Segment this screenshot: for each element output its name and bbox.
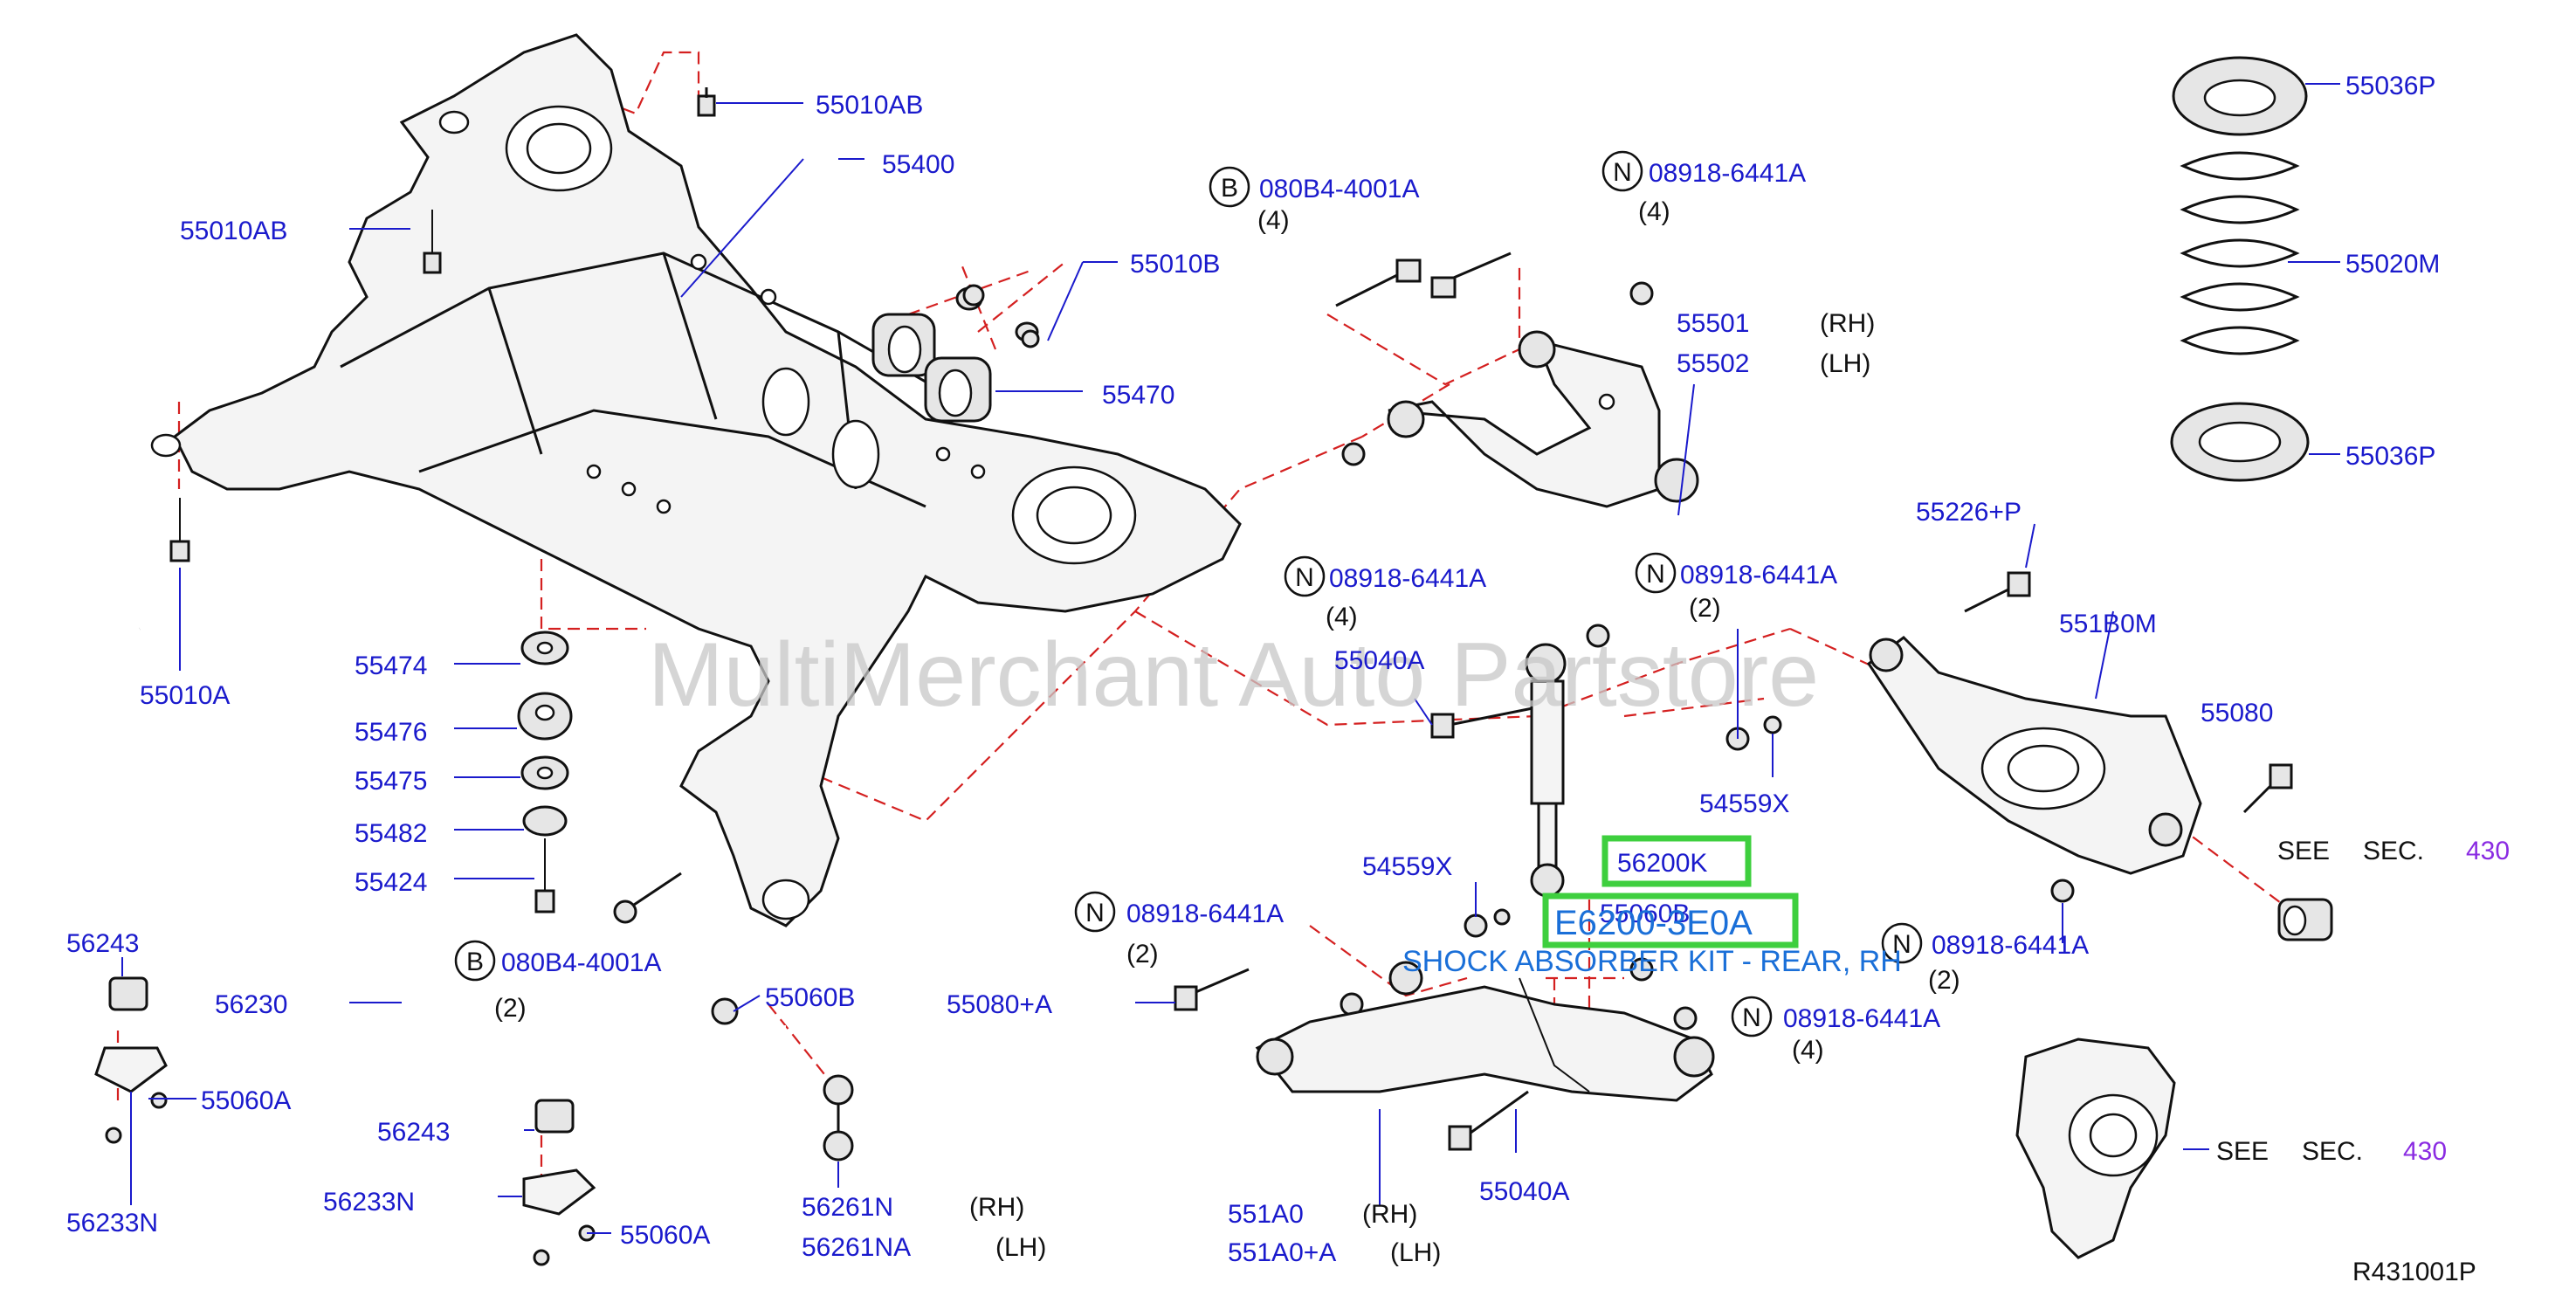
label-08918-low-right[interactable]: 08918-6441A (1783, 1004, 1940, 1033)
see-c-2[interactable]: 430 (2403, 1137, 2447, 1166)
qty-08918-low-left: (2) (1126, 940, 1159, 969)
label-55424[interactable]: 55424 (355, 868, 427, 897)
label-55036P-bottom[interactable]: 55036P (2345, 442, 2435, 471)
part-labels: 55010AB 55400 55010AB 55010B 55470 55010… (66, 72, 2510, 1286)
side-56261NA: (LH) (995, 1233, 1046, 1262)
label-55502[interactable]: 55502 (1677, 349, 1749, 378)
label-55060B-mid[interactable]: 55060B (1600, 900, 1690, 928)
label-54559X-left[interactable]: 54559X (1362, 852, 1452, 881)
label-55400[interactable]: 55400 (882, 150, 954, 179)
callout-n-mid-left: N (1295, 563, 1314, 592)
subframe-55400 (150, 33, 1242, 927)
lower-arm-551B0M (1866, 636, 2202, 875)
side-551A0: (RH) (1362, 1200, 1417, 1229)
side-56261N: (RH) (969, 1193, 1024, 1222)
label-55060A-a[interactable]: 55060A (201, 1086, 291, 1115)
qty-080B4-top: (4) (1257, 206, 1290, 235)
highlight-boxes (1542, 835, 1799, 948)
label-54559X-right[interactable]: 54559X (1699, 789, 1789, 818)
see-c-1[interactable]: 430 (2466, 837, 2510, 865)
label-08918-far[interactable]: 08918-6441A (1932, 931, 2089, 960)
label-55040A-bottom[interactable]: 55040A (1479, 1177, 1569, 1206)
label-55501[interactable]: 55501 (1677, 309, 1749, 338)
side-55502: (LH) (1820, 349, 1870, 378)
callout-n-low-right: N (1742, 1003, 1761, 1032)
see-a-1: SEE (2277, 837, 2330, 865)
callout-n-mid-right: N (1646, 560, 1665, 589)
qty-08918-mid-right: (2) (1689, 594, 1721, 623)
label-55010AB-top[interactable]: 55010AB (816, 91, 923, 120)
callout-n-top: N (1613, 158, 1632, 187)
label-55060B[interactable]: 55060B (765, 983, 855, 1012)
callout-b-top: B (1221, 174, 1238, 203)
callout-circles: B N N N B N N N (454, 150, 1923, 1037)
mount-stack (517, 631, 573, 837)
label-080B4-top[interactable]: 080B4-4001A (1259, 175, 1420, 203)
highlight-part-number[interactable]: E6200-3E0A (1554, 904, 1753, 942)
see-b-2: SEC. (2302, 1137, 2363, 1166)
label-56200K[interactable]: 56200K (1617, 849, 1707, 878)
label-08918-mid-right[interactable]: 08918-6441A (1680, 561, 1837, 589)
label-55475[interactable]: 55475 (355, 767, 427, 796)
spring-55020M (2170, 56, 2310, 482)
label-55010AB-left[interactable]: 55010AB (180, 217, 287, 245)
label-56243-b[interactable]: 56243 (377, 1118, 450, 1147)
side-551A0A: (LH) (1390, 1238, 1441, 1267)
label-551A0[interactable]: 551A0 (1228, 1200, 1304, 1229)
callout-n-far: N (1892, 930, 1911, 959)
label-55080A[interactable]: 55080+A (947, 990, 1052, 1019)
watermark: MultiMerchant Auto Partstore (648, 624, 1819, 726)
diagram-code: R431001P (2352, 1258, 2476, 1286)
side-55501: (RH) (1820, 309, 1875, 338)
label-56243-a[interactable]: 56243 (66, 929, 139, 958)
label-55080[interactable]: 55080 (2201, 699, 2273, 727)
label-08918-mid-left[interactable]: 08918-6441A (1329, 564, 1486, 593)
label-551A0A[interactable]: 551A0+A (1228, 1238, 1336, 1267)
label-56233N-a[interactable]: 56233N (66, 1209, 158, 1237)
qty-08918-mid-left: (4) (1326, 603, 1358, 631)
label-55474[interactable]: 55474 (355, 651, 427, 680)
callout-n-low-left: N (1085, 899, 1105, 927)
highlight-box-56200K[interactable] (1601, 835, 1752, 887)
label-55010B[interactable]: 55010B (1130, 250, 1220, 279)
label-08918-top[interactable]: 08918-6441A (1649, 159, 1806, 188)
see-a-2: SEE (2216, 1137, 2269, 1166)
stabilizer-bar-56230 (82, 624, 854, 1266)
leader-lines (121, 83, 2340, 1234)
label-55020M[interactable]: 55020M (2345, 250, 2440, 279)
label-56230[interactable]: 56230 (215, 990, 287, 1019)
knuckle-see-430 (2015, 1037, 2176, 1259)
label-55060A-b[interactable]: 55060A (620, 1221, 710, 1250)
qty-08918-far: (2) (1928, 966, 1960, 995)
qty-080B4-bottom: (2) (494, 994, 527, 1023)
kit-label[interactable]: SHOCK ABSORBER KIT - REAR, RH (1402, 945, 1902, 978)
label-55470[interactable]: 55470 (1102, 381, 1174, 410)
see-b-1: SEC. (2363, 837, 2424, 865)
label-55010A[interactable]: 55010A (140, 681, 230, 710)
label-08918-low-left[interactable]: 08918-6441A (1126, 900, 1284, 928)
bushing-see-430 (2277, 898, 2333, 941)
qty-08918-low-right: (4) (1792, 1036, 1824, 1065)
label-080B4-bottom[interactable]: 080B4-4001A (501, 948, 662, 977)
qty-08918-top: (4) (1638, 197, 1670, 226)
label-56261N[interactable]: 56261N (802, 1193, 893, 1222)
upper-arm-55501 (1387, 330, 1699, 508)
label-56261NA[interactable]: 56261NA (802, 1233, 911, 1262)
highlight-box-kit[interactable] (1542, 893, 1799, 948)
label-551B0M[interactable]: 551B0M (2059, 610, 2157, 638)
label-55036P-top[interactable]: 55036P (2345, 72, 2435, 100)
label-55476[interactable]: 55476 (355, 718, 427, 747)
lower-arm-551A0 (1255, 961, 1715, 1102)
label-55040A-top[interactable]: 55040A (1334, 646, 1424, 675)
label-55226P[interactable]: 55226+P (1916, 498, 2022, 527)
callout-b-bottom: B (466, 948, 484, 976)
label-56233N-b[interactable]: 56233N (323, 1188, 415, 1217)
label-55482[interactable]: 55482 (355, 819, 427, 848)
